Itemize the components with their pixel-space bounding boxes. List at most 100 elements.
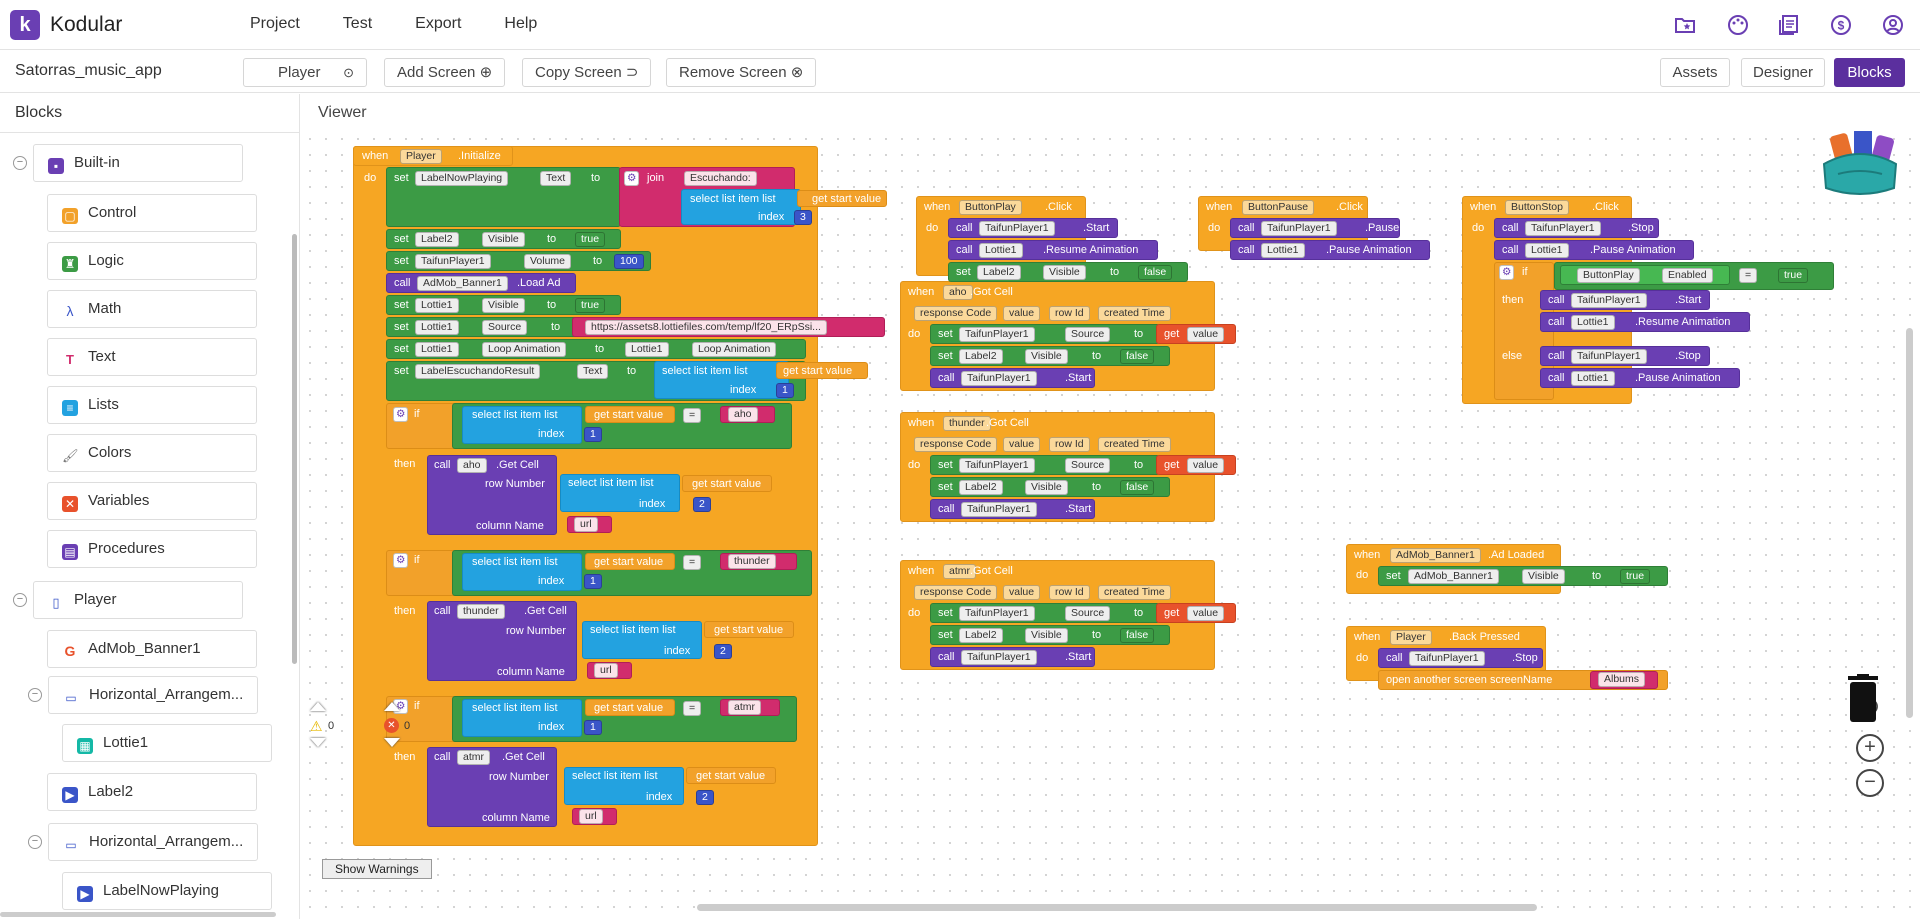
collapse-player-icon[interactable]: − [13,593,27,607]
add-screen-button[interactable]: Add Screen ⊕ [384,58,506,87]
screen-selector[interactable]: Player ⊙ [243,58,367,87]
account-icon[interactable] [1882,14,1904,36]
label2-dropdown[interactable]: Label2 [959,349,1003,364]
atmr-dropdown[interactable]: atmr [943,564,976,579]
false-value[interactable]: false [1120,628,1155,643]
value-param[interactable]: value [1003,306,1041,321]
get-start-value-block[interactable] [776,362,868,379]
tree-procedures[interactable]: ▤Procedures [47,530,257,568]
atmr-dropdown[interactable]: atmr [457,750,490,765]
row-id-param[interactable]: row Id [1049,306,1090,321]
index-number[interactable]: 3 [794,210,812,225]
buttonpause-dropdown[interactable]: ButtonPause [1242,200,1315,215]
visible-dropdown[interactable]: Visible [1025,480,1068,495]
false-value[interactable]: false [1120,480,1155,495]
index-number[interactable]: 1 [584,574,602,589]
collapse-horizontal-icon[interactable]: − [28,835,42,849]
select-list-item-block[interactable] [462,699,582,737]
sidebar-horizontal-scrollbar[interactable] [0,912,276,917]
tree-logic[interactable]: ♜Logic [47,242,257,280]
select-list-item-block[interactable] [654,361,789,399]
index-number[interactable]: 1 [776,383,794,398]
select-list-item-block[interactable] [462,406,582,444]
taifun-dropdown[interactable]: TaifunPlayer1 [1571,293,1647,308]
visible-dropdown[interactable]: Visible [1025,628,1068,643]
menu-project[interactable]: Project [250,15,300,32]
backpack-icon[interactable] [1814,131,1906,196]
loop-animation-dropdown[interactable]: Loop Animation [692,342,777,357]
false-value[interactable]: false [1120,349,1155,364]
kodular-logo[interactable]: k [10,10,40,40]
created-time-param[interactable]: created Time [1098,437,1171,452]
collapse-horizontal-icon[interactable]: − [28,688,42,702]
true-value[interactable]: true [575,232,606,247]
workspace-horizontal-scrollbar[interactable] [697,904,1537,911]
visible-dropdown[interactable]: Visible [1043,265,1086,280]
tree-horizontal-arrangement-2[interactable]: ▭Horizontal_Arrangem... [48,823,258,861]
equals-dropdown[interactable]: = [683,701,702,716]
buttonstop-dropdown[interactable]: ButtonStop [1505,200,1569,215]
blocks-workspace[interactable]: when Player .Initialize do set LabelNowP… [302,131,1920,919]
equals-dropdown[interactable]: = [683,408,702,423]
taifun-dropdown[interactable]: TaifunPlayer1 [961,371,1037,386]
tree-horizontal-arrangement-1[interactable]: ▭Horizontal_Arrangem... [48,676,258,714]
lottie-dropdown[interactable]: Lottie1 [1525,243,1569,258]
show-warnings-button[interactable]: Show Warnings [322,859,432,879]
get-cell-aho-block[interactable] [427,455,557,535]
taifun-dropdown[interactable]: TaifunPlayer1 [959,458,1035,473]
url-string[interactable]: url [594,663,618,678]
tree-colors[interactable]: 🖌Colors [47,434,257,472]
menu-test[interactable]: Test [342,15,373,32]
visible-dropdown[interactable]: Visible [1025,349,1068,364]
index-number[interactable]: 1 [584,720,602,735]
source-dropdown[interactable]: Source [482,320,528,335]
tree-lottie[interactable]: ▦Lottie1 [62,724,272,762]
admob-dropdown[interactable]: AdMob_Banner1 [1390,548,1481,563]
taifun-dropdown[interactable]: TaifunPlayer1 [415,254,491,269]
lottie-dropdown[interactable]: Lottie1 [979,243,1023,258]
lottie-dropdown[interactable]: Lottie1 [415,298,459,313]
folder-star-icon[interactable] [1674,14,1696,36]
player-dropdown[interactable]: Player [1390,630,1432,645]
escuchando-string[interactable]: Escuchando: [684,171,757,186]
visible-dropdown[interactable]: Visible [482,298,525,313]
palette-icon[interactable] [1727,14,1749,36]
get-start-value-block[interactable] [797,190,887,207]
select-list-item-block[interactable] [560,474,680,512]
taifun-dropdown[interactable]: TaifunPlayer1 [959,327,1035,342]
enabled-dropdown[interactable]: Enabled [1662,268,1713,283]
collapse-builtin-icon[interactable]: − [13,156,27,170]
thunder-string[interactable]: thunder [728,554,776,569]
blocks-button[interactable]: Blocks [1834,58,1905,87]
url-string[interactable]: url [574,517,598,532]
equals-dropdown[interactable]: = [1739,268,1758,283]
tree-lists[interactable]: ≡Lists [47,386,257,424]
taifun-dropdown[interactable]: TaifunPlayer1 [961,502,1037,517]
row-id-param[interactable]: row Id [1049,585,1090,600]
get-start-value-block[interactable] [585,406,675,423]
get-start-value-block[interactable] [704,621,794,638]
tree-variables[interactable]: ✕Variables [47,482,257,520]
source-dropdown[interactable]: Source [1065,606,1111,621]
remove-screen-button[interactable]: Remove Screen ⊗ [666,58,817,87]
docs-icon[interactable] [1778,14,1800,36]
lottie-dropdown[interactable]: Lottie1 [415,320,459,335]
warning-up-arrow-icon[interactable] [310,702,326,711]
taifun-dropdown[interactable]: TaifunPlayer1 [1261,221,1337,236]
visible-dropdown[interactable]: Visible [482,232,525,247]
tree-label2[interactable]: ▶Label2 [47,773,257,811]
trash-icon[interactable] [1844,674,1882,724]
get-start-value-block[interactable] [686,767,776,784]
dollar-icon[interactable]: $ [1830,14,1852,36]
true-value[interactable]: true [1778,268,1809,283]
false-value[interactable]: false [1138,265,1173,280]
lottie-dropdown[interactable]: Lottie1 [1571,371,1615,386]
admob-dropdown[interactable]: AdMob_Banner1 [417,276,508,291]
aho-dropdown[interactable]: aho [457,458,487,473]
aho-dropdown[interactable]: aho [943,285,973,300]
aho-string[interactable]: aho [728,407,758,422]
get-start-value-block[interactable] [585,699,675,716]
value-dropdown[interactable]: value [1187,327,1225,342]
